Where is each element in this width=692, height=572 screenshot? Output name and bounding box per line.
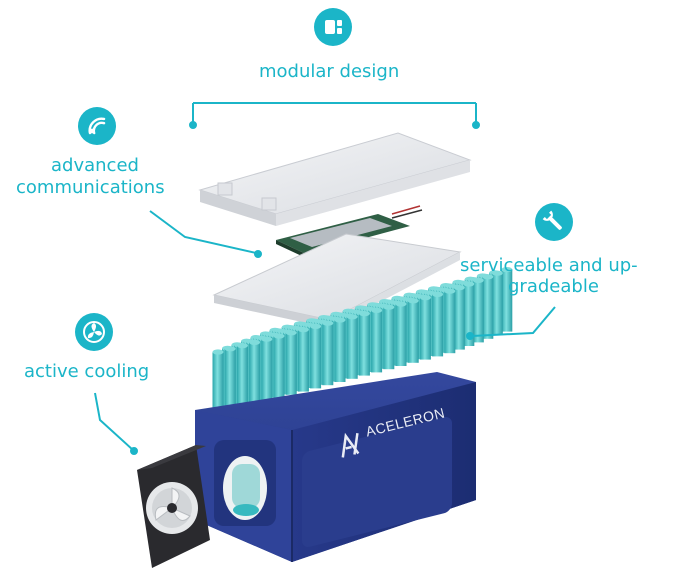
fan-icon [75,313,113,351]
battery-cell [249,342,261,405]
battery-cell [236,345,248,408]
battery-cell-top [261,336,273,342]
battery-cell-top [236,343,248,349]
battery-cell [273,336,285,398]
battery-cell-top [472,277,484,283]
battery-cell [407,300,419,363]
battery-cell-top [501,267,513,273]
battery-cell-top [453,285,465,291]
battery-cell-top [249,339,261,345]
battery-cell [358,313,370,376]
battery-cell-top [346,314,358,320]
battery-cell-top [334,317,346,323]
callout-lines [94,210,556,455]
battery-cell [285,332,297,395]
battery-cell [395,304,407,366]
battery-cells [212,267,513,414]
battery-cell-top [273,333,285,339]
battery-cell-top [444,288,456,294]
battery-cell-top [463,281,475,287]
battery-cell-top [285,330,297,336]
battery-cell [310,326,322,389]
serviceable-label-line2: gradeable [508,276,599,297]
battery-cell [261,339,273,402]
battery-cell-top [419,295,431,301]
serviceable-label-line1: serviceable and up- [460,255,638,276]
battery-cell [419,297,431,360]
battery-cell-top [383,304,395,310]
battery-cell [212,352,224,414]
battery-cell-top [407,298,419,304]
battery-cell-top [212,349,224,355]
cooling-fan [137,445,210,568]
battery-cell-top [297,327,309,333]
aceleron-logo-mark [341,432,360,458]
modular-bracket [189,102,480,129]
battery-cell [346,316,358,379]
battery-cell [501,269,513,332]
battery-cell [297,329,309,392]
communications-label-line2: communications [16,177,165,198]
battery-cell [453,287,465,350]
top-lid-plate [198,132,472,226]
modular-icon [314,8,352,46]
battery-cell [334,320,346,382]
wrench-icon [535,203,573,241]
battery-cell-top [371,307,383,313]
battery-cell-top [322,320,334,326]
modular-design-label: modular design [259,61,400,82]
battery-cell-top [395,301,407,307]
battery-cell [371,310,383,373]
battery-cell [463,284,475,346]
battery-cell [383,307,395,370]
battery-cell [432,294,444,357]
battery-cell-top [310,323,322,329]
battery-cell [322,323,334,386]
battery-cell-top [491,270,503,276]
wifi-icon [78,107,116,145]
battery-cell-top [358,311,370,317]
battery-housing [195,372,476,562]
communications-label-line1: advanced [51,155,139,176]
battery-cell [224,348,236,411]
active-cooling-label: active cooling [24,361,150,382]
battery-cell [482,276,494,339]
battery-cell-top [482,274,494,280]
battery-cell [491,273,503,336]
battery-cell [444,291,456,354]
battery-cell [472,280,484,343]
battery-cell-top [432,291,444,297]
circuit-board [276,205,423,258]
battery-cell-top [224,346,236,352]
